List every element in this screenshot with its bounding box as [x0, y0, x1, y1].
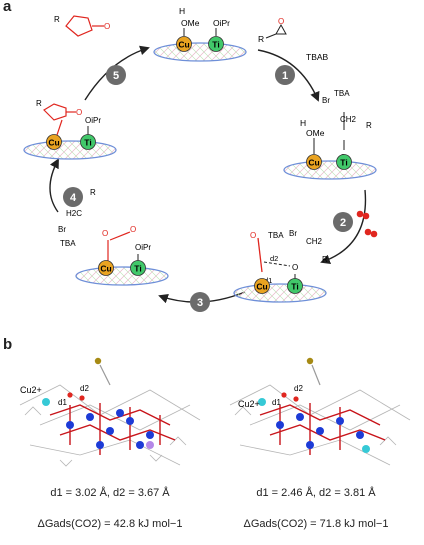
svg-text:d2: d2	[80, 384, 89, 393]
svg-text:d1: d1	[272, 398, 281, 407]
svg-text:Ti: Ti	[134, 264, 141, 274]
catalyst-top: Cu Ti OMe H OiPr	[154, 6, 246, 61]
svg-text:H2C: H2C	[66, 209, 82, 218]
left-distances-caption: d1 = 3.02 Å, d2 = 3.67 Å	[20, 487, 200, 499]
svg-text:O: O	[130, 225, 136, 234]
svg-text:O: O	[278, 17, 284, 26]
svg-text:Br: Br	[289, 229, 297, 238]
svg-text:2: 2	[340, 217, 346, 229]
svg-text:R: R	[90, 188, 96, 197]
svg-text:H: H	[179, 6, 185, 16]
structure-right: Cu2+ d1 d2	[230, 358, 410, 465]
svg-text:Br: Br	[58, 225, 66, 234]
step-badge-2: 2	[333, 212, 353, 232]
svg-text:5: 5	[113, 70, 119, 82]
svg-text:TBAB: TBAB	[306, 52, 329, 62]
svg-text:R: R	[322, 255, 328, 264]
svg-text:H: H	[300, 118, 306, 128]
catalytic-cycle-diagram: 1 2 3 4 5 Cu Ti OMe H OiPr R O TBAB Br	[0, 0, 424, 340]
right-distances-caption: d1 = 2.46 Å, d2 = 3.81 Å	[226, 487, 406, 499]
step-badge-1: 1	[275, 65, 295, 85]
right-energy-caption: ΔGads(CO2) = 71.8 kJ mol−1	[216, 518, 416, 530]
svg-text:Ti: Ti	[291, 282, 298, 292]
structure-left: Cu2+ d1 d2	[20, 358, 200, 466]
svg-text:O: O	[76, 108, 82, 117]
step-badge-5: 5	[106, 65, 126, 85]
svg-text:TBA: TBA	[334, 89, 350, 98]
svg-text:OiPr: OiPr	[213, 18, 230, 28]
svg-text:d1: d1	[58, 398, 67, 407]
svg-text:O: O	[292, 263, 298, 272]
svg-text:Br: Br	[322, 96, 330, 105]
svg-text:Cu: Cu	[100, 264, 111, 274]
step-badge-4: 4	[63, 187, 83, 207]
svg-text:Cu: Cu	[308, 158, 319, 168]
svg-text:R: R	[54, 15, 60, 24]
svg-text:O: O	[102, 229, 108, 238]
svg-text:4: 4	[70, 192, 77, 204]
svg-text:Cu2+: Cu2+	[20, 385, 42, 395]
svg-text:3: 3	[197, 297, 203, 309]
svg-text:OMe: OMe	[306, 128, 325, 138]
svg-text:d2: d2	[294, 384, 303, 393]
catalyst-right: Br TBA CH2 R O Cu Ti OMe H	[284, 89, 376, 179]
svg-text:CH2: CH2	[340, 115, 357, 124]
svg-text:Ti: Ti	[340, 158, 347, 168]
svg-text:R: R	[366, 121, 372, 130]
product-cyclic-carbonate: R O	[54, 15, 110, 36]
svg-text:TBA: TBA	[268, 231, 284, 240]
svg-text:Ti: Ti	[212, 40, 219, 50]
left-energy-caption: ΔGads(CO2) = 42.8 kJ mol−1	[10, 518, 210, 530]
svg-text:1: 1	[282, 70, 288, 82]
dft-structures: Cu2+ d1 d2 Cu2+ d1 d2	[0, 345, 424, 485]
svg-text:CH2: CH2	[306, 237, 323, 246]
epoxide-reagent: R O TBAB	[258, 17, 329, 62]
svg-text:Cu2+: Cu2+	[238, 399, 260, 409]
svg-text:Cu: Cu	[48, 138, 59, 148]
svg-text:d2: d2	[270, 254, 278, 263]
svg-text:O: O	[250, 231, 256, 240]
svg-text:Cu: Cu	[256, 282, 267, 292]
svg-text:R: R	[36, 99, 42, 108]
arrow-step-4	[50, 160, 58, 212]
catalyst-bottom-right: TBA Br CH2 R O O d2 d1 Cu Ti	[234, 229, 328, 302]
svg-text:Cu: Cu	[178, 40, 189, 50]
step-badge-3: 3	[190, 292, 210, 312]
svg-text:R: R	[258, 34, 264, 44]
svg-text:O: O	[104, 22, 110, 31]
co2-molecules	[357, 211, 378, 238]
catalyst-left: R O OiPr Cu Ti	[24, 99, 116, 159]
svg-text:OiPr: OiPr	[85, 116, 101, 125]
svg-text:OiPr: OiPr	[135, 243, 151, 252]
svg-text:TBA: TBA	[60, 239, 76, 248]
svg-text:OMe: OMe	[181, 18, 200, 28]
svg-text:Ti: Ti	[84, 138, 91, 148]
